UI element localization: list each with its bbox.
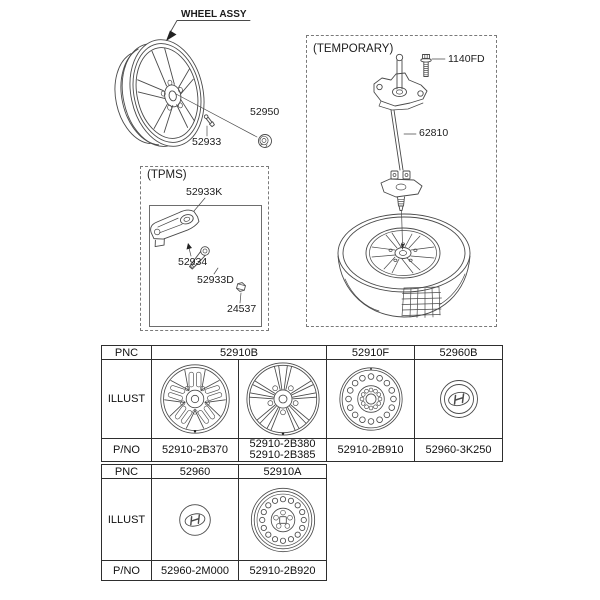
hyundai-logo — [447, 391, 470, 407]
pnc-cell-52960b: 52960B — [414, 345, 503, 360]
alloy-wheel-a-illustration — [160, 364, 230, 434]
hyundai-cap-a-illustration — [439, 380, 478, 418]
parts-table-section1: PNC 52910B 52910F 52960B ILLUST — [101, 345, 503, 462]
wheel-assy-label: WHEEL ASSY — [181, 9, 247, 20]
lug-nut-52950-drawing — [258, 134, 272, 148]
diagram-line-art — [114, 20, 471, 318]
label-52933k: 52933K — [186, 186, 223, 198]
pno-cell-2b920: 52910-2B920 — [238, 560, 327, 581]
pnc-row-label-2: PNC — [101, 464, 152, 479]
temporary-group-box — [306, 35, 497, 327]
bolt-1140fd-drawing — [420, 54, 446, 77]
illust-cell-alloy-wheel-b — [238, 359, 327, 439]
pno-cell-2b910: 52910-2B910 — [326, 438, 415, 462]
carrier-rod-62810-drawing — [390, 109, 404, 171]
hyundai-logo-2 — [184, 512, 206, 527]
pno-2b385: 52910-2B385 — [249, 449, 316, 461]
tpms-kit-leader — [193, 197, 206, 212]
pno-row-label-2: P/NO — [101, 560, 152, 581]
pno-cell-2b380-385: 52910-2B380 52910-2B385 — [238, 438, 327, 462]
pno-cell-2m000: 52960-2M000 — [151, 560, 239, 581]
tpms-kit-box — [149, 205, 262, 327]
illust-row-label-2: ILLUST — [101, 478, 152, 561]
tpms-valve-leader — [213, 267, 219, 275]
tpms-sensor-drawing — [150, 209, 200, 248]
illust-row-label: ILLUST — [101, 359, 152, 439]
hyundai-cap-b-illustration — [179, 503, 211, 536]
wheel-assy-pointer — [166, 20, 251, 41]
illust-cell-steel-wheel — [326, 359, 415, 439]
tpms-sensor-arrow — [186, 243, 192, 257]
valve-52933-drawing — [203, 114, 215, 137]
pnc-cell-52910a: 52910A — [238, 464, 327, 479]
wheel-a-spokes — [164, 369, 226, 429]
nut-leader-line — [175, 93, 258, 138]
steel-wheel-holes — [344, 373, 397, 425]
pno-2b380: 52910-2B380 — [249, 438, 316, 450]
pno-cell-2b370: 52910-2B370 — [151, 438, 239, 462]
pnc-cell-52960: 52960 — [151, 464, 239, 479]
label-52933: 52933 — [192, 136, 222, 148]
pnc-cell-52910f: 52910F — [326, 345, 415, 360]
illust-cell-center-cap-a — [414, 359, 503, 439]
temporary-title: (TEMPORARY) — [313, 43, 394, 55]
carrier-hook-drawing — [380, 170, 423, 250]
pno-row-label: P/NO — [101, 438, 152, 462]
pnc-row-label: PNC — [101, 345, 152, 360]
label-1140fd: 1140FD — [448, 53, 485, 65]
valve-cap-24537-drawing — [236, 282, 246, 304]
tpms-valve-52933d-drawing — [189, 246, 210, 270]
alloy-wheel-b-illustration — [245, 362, 320, 436]
wheel-b-spokes — [248, 365, 317, 431]
illust-cell-steel-wheel-2 — [238, 478, 327, 561]
steel-wheel-illustration — [338, 367, 403, 431]
label-52933d: 52933D — [197, 274, 234, 286]
carrier-bracket-drawing — [373, 53, 428, 111]
spare-tire-drawing — [337, 213, 471, 318]
illust-cell-alloy-wheel-a — [151, 359, 239, 439]
label-24537: 24537 — [227, 303, 257, 315]
wheel-assy-drawing — [114, 39, 205, 147]
parts-table-section2: PNC 52960 52910A ILLUST — [101, 464, 327, 581]
label-52934: 52934 — [178, 256, 208, 268]
pnc-cell-52910b: 52910B — [151, 345, 327, 360]
steel-wheel-2-holes — [258, 495, 307, 544]
pno-cell-3k250: 52960-3K250 — [414, 438, 503, 462]
label-52950: 52950 — [250, 106, 280, 118]
illust-cell-center-cap-b — [151, 478, 239, 561]
tpms-title: (TPMS) — [147, 169, 187, 181]
label-62810: 62810 — [419, 127, 449, 139]
tire-tread-grid — [401, 286, 442, 318]
tpms-group-box — [140, 166, 269, 331]
steel-wheel-2-illustration — [250, 487, 315, 552]
